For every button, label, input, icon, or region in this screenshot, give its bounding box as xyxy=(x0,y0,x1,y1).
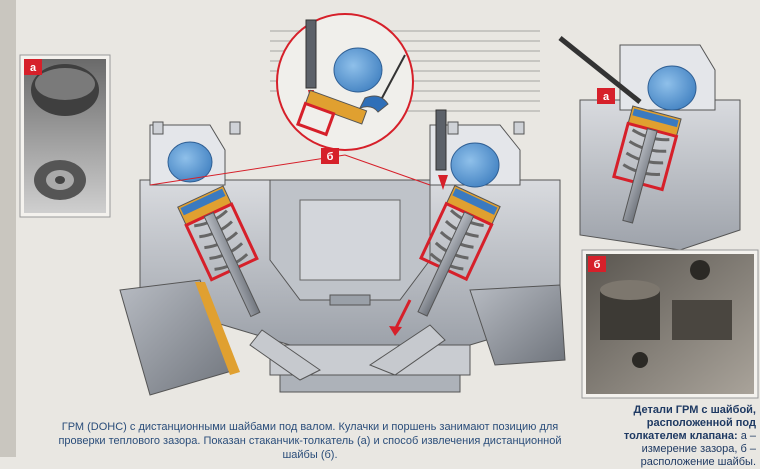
engine-illustration: а xyxy=(0,0,759,457)
badge-a-right: а xyxy=(597,88,615,104)
intake-port-left xyxy=(119,279,240,396)
side-caption-title: Детали ГРМ с шайбой, расположенной под т… xyxy=(623,404,756,442)
page-gutter xyxy=(0,0,16,457)
svg-text:б: б xyxy=(327,151,334,163)
valve-assembly-left xyxy=(177,185,321,381)
detail-drawing-right xyxy=(558,36,741,251)
badge-a-left: а xyxy=(24,59,42,75)
cam-lobe-right xyxy=(450,142,500,188)
callout-shim-removal xyxy=(149,13,431,186)
photo-b-right xyxy=(581,249,759,399)
screwdriver-right xyxy=(435,109,448,190)
main-caption: ГРМ (DOHC) с дистанционными шайбами под … xyxy=(58,421,562,461)
photo-a-left xyxy=(19,54,111,218)
badge-b-photo: б xyxy=(588,256,606,272)
side-caption: Детали ГРМ с шайбой, расположенной под т… xyxy=(592,404,756,469)
svg-text:а: а xyxy=(30,62,37,74)
badge-b-callout: б xyxy=(321,148,339,164)
svg-text:а: а xyxy=(603,91,610,103)
cam-lobe-left xyxy=(167,141,213,183)
valve-assembly-right xyxy=(368,184,501,376)
svg-text:б: б xyxy=(594,259,601,271)
exhaust-port-right xyxy=(469,284,566,366)
